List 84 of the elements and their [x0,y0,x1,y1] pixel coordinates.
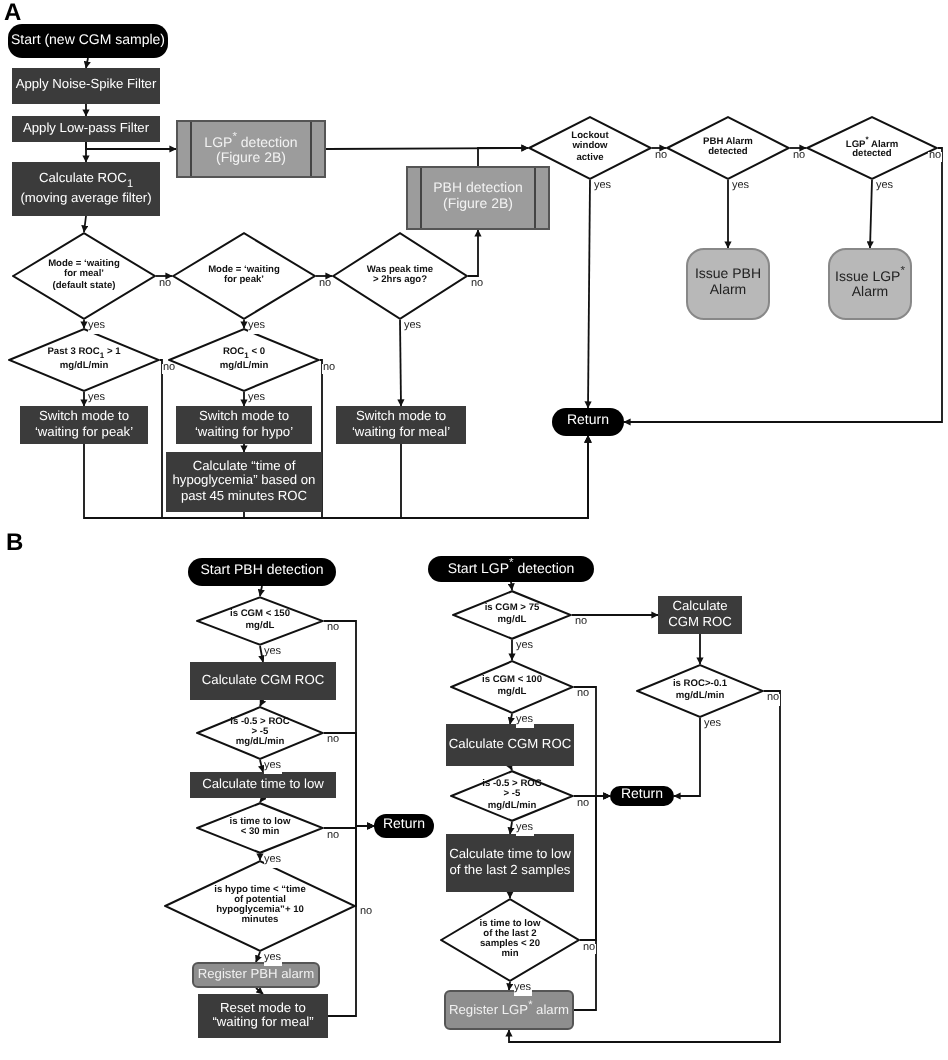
arrow [724,179,732,249]
process-box [446,834,574,892]
arrow [240,443,248,453]
register-box [192,962,320,988]
process-box [12,68,160,104]
arrow [315,272,333,280]
decision-diamond [636,664,764,718]
arrow [507,581,515,591]
arrow [623,147,943,426]
arrow [507,821,515,835]
decision-diamond [440,898,580,982]
arrow [259,698,267,707]
arrow [80,319,88,329]
process-box [446,724,574,766]
arrow [256,853,264,861]
process-box [20,406,148,444]
terminal-pill [8,24,168,58]
arrow [507,713,515,725]
register-box [444,990,574,1030]
arrow [508,639,516,661]
arrow [571,611,659,619]
process-box [336,406,466,444]
arrow [257,759,265,773]
subprocess-box [176,120,326,178]
arrow [505,690,781,1043]
arrow [240,391,248,407]
process-box [190,772,336,798]
arrow [255,951,262,963]
terminal-pill [552,408,624,436]
panel-label: B [6,528,24,556]
decision-diamond [196,802,324,854]
decision-diamond [666,116,790,180]
decision-diamond [528,116,652,180]
arrow [240,319,248,329]
arrow [327,822,375,1017]
decision-diamond [450,660,574,714]
arrow [467,229,482,277]
decision-diamond [450,770,574,822]
arrow [258,645,266,663]
arrow [81,215,89,233]
arrow [257,585,265,597]
arrow [85,141,177,153]
arrow [80,391,88,407]
terminal-pill [428,556,594,582]
arrow [505,762,513,771]
arrow [651,144,667,152]
decision-diamond [332,232,468,320]
arrow [82,103,90,117]
decision-diamond [452,590,572,640]
decision-diamond [12,232,156,320]
arrow [696,633,704,665]
alarm-box [686,248,770,320]
decision-diamond [164,860,356,952]
alarm-box [828,248,912,320]
terminal-pill [610,786,674,806]
decision-diamond [172,232,316,320]
arrow [866,179,874,249]
arrow [83,57,91,69]
arrow [397,319,405,407]
process-box [198,994,328,1038]
arrow [155,272,173,280]
decision-diamond [196,596,324,646]
process-box [658,596,742,634]
decision-diamond [8,328,160,392]
process-box [190,662,336,700]
arrow [259,794,267,803]
process-box [12,162,160,216]
panel-label: A [4,0,22,26]
decision-diamond [196,706,324,760]
subprocess-box [406,166,550,230]
arrow [255,986,264,995]
arrow [584,179,592,409]
process-box [12,116,160,142]
arrow [573,792,611,1011]
decision-diamond [806,116,938,180]
terminal-pill [188,558,336,586]
arrow [506,891,514,899]
arrow [506,981,514,991]
arrow [673,717,701,800]
process-box [176,406,312,444]
arrow [789,144,807,152]
arrow [477,144,529,167]
terminal-pill [374,814,434,838]
arrow [400,435,592,519]
